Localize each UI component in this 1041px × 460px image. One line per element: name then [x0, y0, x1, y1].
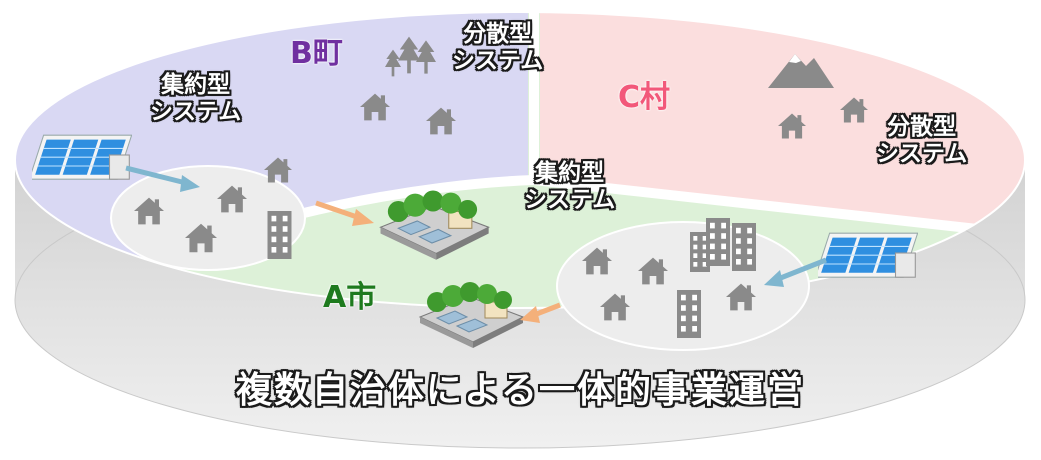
building-icon: [677, 290, 701, 338]
building-icon: [732, 223, 756, 271]
arrow-plant-to-a-cluster: [764, 257, 827, 287]
region-c-name: C村: [618, 80, 671, 115]
region-b-name: B町: [290, 36, 343, 71]
mountain-icon: [789, 54, 801, 63]
b-central-system-label: 集約型 システム: [150, 72, 242, 126]
b-central-cluster: [110, 165, 306, 271]
region-a-name: A市: [323, 280, 377, 315]
b-distributed-system-label: 分散型 システム: [452, 21, 544, 75]
c-distributed-system-label: 分散型 システム: [876, 114, 968, 168]
purification-plant-icon: [818, 232, 918, 278]
arrow-plant-to-b-cluster: [125, 165, 200, 192]
caption: 複数自治体による一体的事業運営: [236, 370, 805, 411]
a-central-system-label: 集約型 システム: [524, 160, 616, 214]
purification-plant-icon: [32, 134, 132, 180]
mountain-icon: [768, 54, 834, 88]
arrow-b-cluster-to-facility: [315, 200, 374, 226]
region-boundary: [533, 175, 1025, 241]
disc-top-edge: [14, 11, 1026, 309]
building-icon: [706, 218, 730, 266]
arrow-a-cluster-to-facility: [520, 302, 561, 323]
building-icon: [267, 211, 292, 259]
